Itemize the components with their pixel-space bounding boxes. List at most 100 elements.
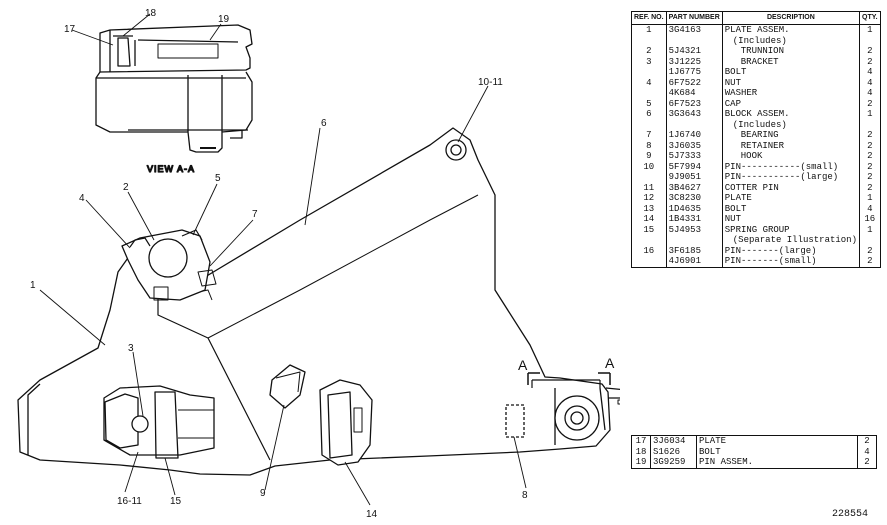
ref-cell: 19 (631, 457, 651, 468)
rear-bearing (554, 395, 600, 441)
description-cell-text: HOOK (740, 151, 763, 161)
ref-cell-text: 10 (643, 161, 655, 172)
ref-cell-text: 1 (646, 25, 652, 35)
qty-cell: 1 (859, 193, 881, 204)
pin-hole (445, 139, 467, 161)
ref-cell (631, 119, 667, 130)
part-number-cell: 5J7333 (665, 151, 723, 162)
part-number-cell: 6F7523 (665, 98, 723, 109)
ref-cell-text: 3 (646, 56, 652, 67)
part-number-cell: 1J6775 (665, 67, 723, 78)
description-cell: PIN-----------(large) (721, 172, 861, 183)
description-cell: NUT (721, 77, 861, 88)
part-number-cell: 1B4331 (665, 214, 723, 225)
description-cell: (Includes) (721, 35, 861, 46)
section-cut-line (527, 372, 611, 385)
qty-cell-text: 2 (867, 172, 873, 182)
trunnion-bracket (121, 229, 217, 301)
ref-cell-text: 12 (643, 193, 655, 203)
part-number-cell-text: 6F7522 (668, 77, 701, 88)
description-cell: WASHER (721, 88, 861, 99)
ref-cell: 18 (631, 446, 651, 457)
part-number-cell-text: 3J6035 (668, 140, 701, 151)
qty-cell: 2 (857, 457, 877, 468)
part-number-cell: 4J6901 (665, 256, 723, 267)
callout-6: 6 (321, 118, 327, 129)
ref-cell: 11 (631, 182, 667, 193)
qty-cell-text: 2 (867, 130, 873, 140)
qty-cell: 4 (857, 446, 877, 457)
ref-cell: 3 (631, 56, 667, 67)
part-number-cell-text: 3B4627 (668, 182, 701, 193)
description-cell: PIN-----------(small) (721, 161, 861, 172)
ref-cell-text: 9 (646, 151, 652, 161)
ref-cell: 6 (631, 109, 667, 120)
table-row: (Separate Illustration) (631, 235, 881, 246)
callout-18: 18 (145, 8, 157, 19)
ref-cell-text: 19 (635, 457, 647, 467)
qty-cell-text: 1 (867, 224, 873, 235)
description-cell-text: RETAINER (740, 140, 784, 151)
qty-cell-text: 4 (867, 67, 873, 77)
callout-8: 8 (522, 490, 528, 501)
part-number-cell: 3B4627 (665, 182, 723, 193)
qty-cell-text: 1 (867, 193, 873, 203)
description-cell-text: BLOCK ASSEM. (724, 109, 790, 119)
qty-cell-text: 4 (867, 203, 873, 214)
exploded-parts-drawing: VIEW A-A (17, 8, 620, 520)
part-number-cell-text: 3F6185 (668, 245, 701, 256)
ref-cell: 2 (631, 46, 667, 57)
ref-cell: 1 (631, 24, 667, 36)
description-cell-text: SPRING GROUP (724, 224, 790, 235)
part-number-cell-text: 9J9051 (668, 172, 701, 182)
qty-cell (859, 235, 881, 246)
callout-15: 15 (170, 496, 182, 507)
qty-cell: 4 (859, 77, 881, 88)
qty-cell: 2 (859, 161, 881, 172)
callout-4: 4 (79, 193, 85, 204)
qty-cell-text: 4 (867, 77, 873, 88)
description-cell-text: COTTER PIN (724, 182, 779, 193)
part-number-cell-text: 3G3643 (668, 109, 701, 119)
part-number-cell-text: 4J6901 (668, 256, 701, 266)
ref-cell (631, 235, 667, 246)
callout-2: 2 (123, 182, 129, 193)
description-cell: BRACKET (721, 56, 861, 67)
ref-cell-text: 6 (646, 109, 652, 119)
ref-cell: 14 (631, 214, 667, 225)
qty-cell: 2 (859, 182, 881, 193)
qty-cell-text: 2 (867, 245, 873, 256)
ref-cell: 16 (631, 245, 667, 256)
part-number-cell-text: 1J6740 (668, 130, 701, 140)
part-number-cell: 3G4163 (665, 24, 723, 36)
qty-cell-text: 1 (867, 25, 873, 35)
parts-list-table: REF. NO. PART NUMBER DESCRIPTION QTY. 1 3… (631, 11, 881, 268)
ref-cell-text: 8 (646, 140, 652, 151)
description-cell-text: TRUNNION (740, 46, 784, 56)
callout-17: 17 (64, 24, 76, 35)
part-number-cell-text: 1D4635 (668, 203, 701, 214)
part-number-cell-text: 3C8230 (668, 193, 701, 203)
parts-table-header: REF. NO. PART NUMBER DESCRIPTION QTY. (631, 11, 881, 25)
qty-cell: 1 (859, 24, 881, 36)
description-cell-text: NUT (724, 77, 741, 88)
part-number-cell-text: 5J4953 (668, 224, 701, 235)
part-number-cell: 5F7994 (665, 161, 723, 172)
qty-cell-text: 2 (867, 151, 873, 161)
ref-cell: 8 (631, 140, 667, 151)
leader-lines (39, 13, 527, 506)
drawing-number: 228554 (832, 509, 869, 520)
ref-cell (631, 88, 667, 99)
ref-cell: 12 (631, 193, 667, 204)
qty-cell: 1 (859, 224, 881, 235)
qty-cell: 2 (859, 172, 881, 183)
description-cell-text: (Includes) (732, 119, 787, 130)
